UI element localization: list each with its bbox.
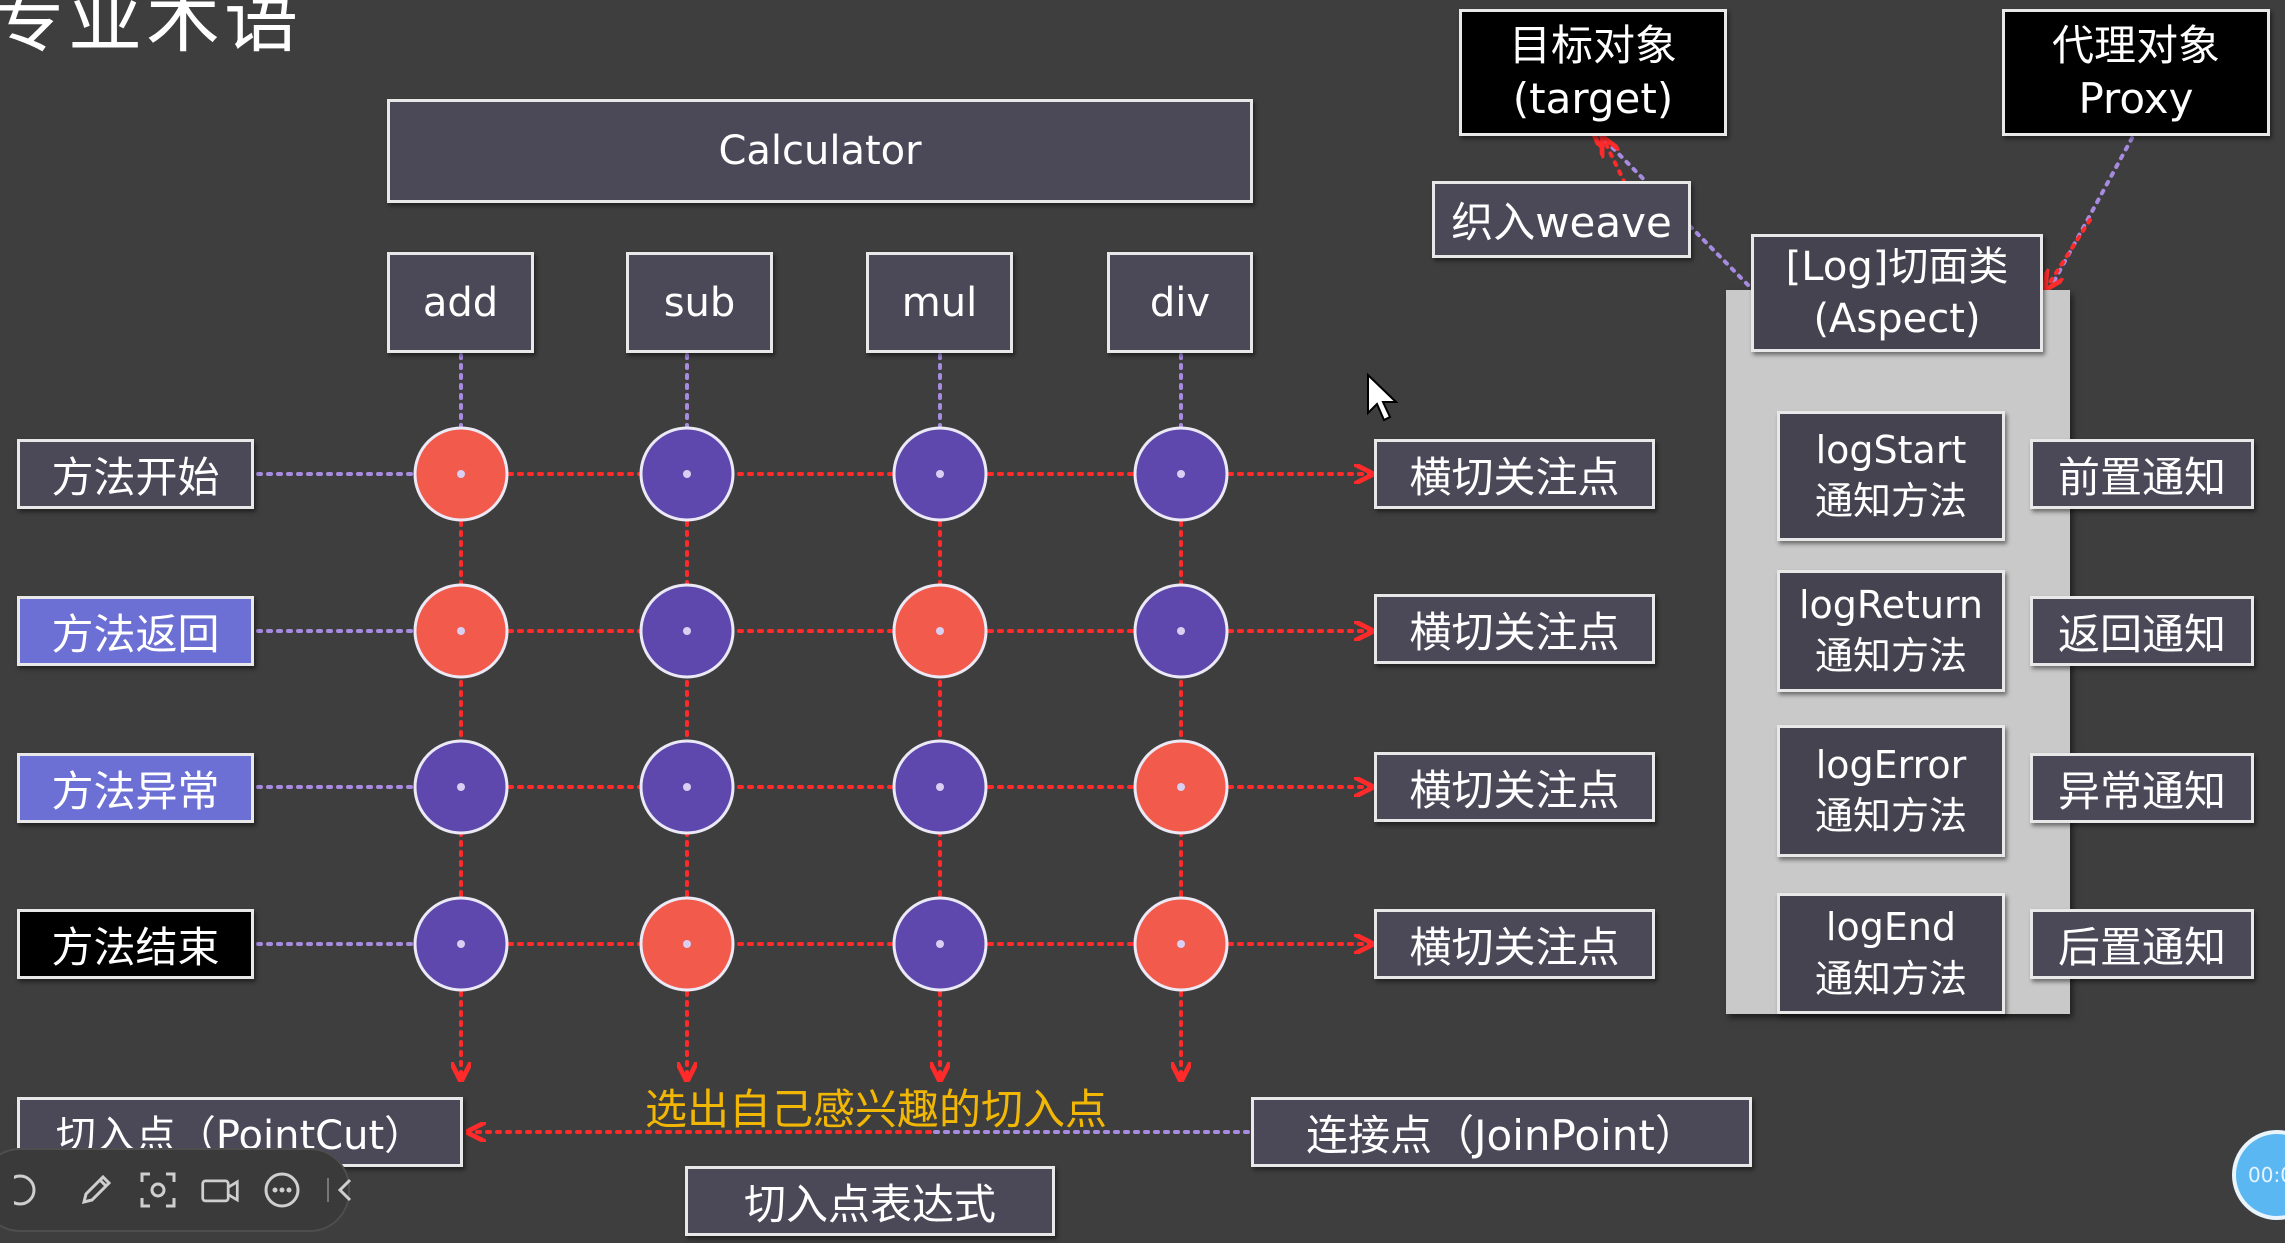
crosscut-concern-2: 横切关注点 [1374, 594, 1655, 664]
calculator-label: Calculator [718, 128, 922, 174]
row-label-method-exception: 方法异常 [17, 753, 254, 823]
advice-method-label: logError 通知方法 [1814, 742, 1967, 838]
join-point-center-dot [936, 470, 944, 478]
aspect-class-label: [Log]切面类 (Aspect) [1785, 244, 2009, 342]
advice-method-logstart: logStart 通知方法 [1777, 411, 2005, 541]
proxy-object-label: 代理对象 Proxy [2051, 21, 2220, 123]
timer-text: 00:0 [2248, 1163, 2285, 1187]
pointcut-expression-box: 切入点表达式 [685, 1166, 1055, 1236]
method-label: mul [901, 279, 978, 326]
join-point-center-dot [457, 783, 465, 791]
advice-type-throwing: 异常通知 [2030, 753, 2254, 823]
partial-circle-icon[interactable] [14, 1170, 54, 1210]
crosscut-concern-3: 横切关注点 [1374, 752, 1655, 822]
advice-method-label: logStart 通知方法 [1814, 427, 1967, 523]
row-label-method-end: 方法结束 [17, 909, 254, 979]
method-box-add: add [387, 252, 534, 353]
weave-box: 织入weave [1432, 181, 1691, 258]
method-label: sub [663, 279, 736, 326]
join-point-center-dot [1177, 940, 1185, 948]
select-hint: 选出自己感兴趣的切入点 [645, 1085, 1108, 1134]
calculator-box: Calculator [387, 99, 1253, 203]
advice-type-before: 前置通知 [2030, 439, 2254, 509]
aspect-class-box: [Log]切面类 (Aspect) [1751, 234, 2043, 352]
row-label-method-start: 方法开始 [17, 439, 254, 509]
row-label-method-return: 方法返回 [17, 596, 254, 666]
mouse-cursor-icon [1367, 373, 1399, 422]
advice-method-logend: logEnd 通知方法 [1777, 893, 2005, 1014]
crosscut-concern-4: 横切关注点 [1374, 909, 1655, 979]
crosscut-concern-1: 横切关注点 [1374, 439, 1655, 509]
advice-type-label: 返回通知 [2057, 609, 2226, 659]
join-point-center-dot [457, 940, 465, 948]
joinpoint-label: 连接点（JoinPoint） [1306, 1110, 1697, 1160]
method-box-mul: mul [866, 252, 1013, 353]
join-point-center-dot [1177, 627, 1185, 635]
more-icon[interactable] [262, 1170, 302, 1210]
advice-type-returning: 返回通知 [2030, 596, 2254, 666]
proxy-arrow-line [2047, 218, 2092, 287]
screenshot-icon[interactable] [138, 1170, 178, 1210]
crosscut-label: 横切关注点 [1409, 922, 1620, 972]
crosscut-label: 横切关注点 [1409, 765, 1620, 815]
join-point-center-dot [683, 940, 691, 948]
camera-icon[interactable] [200, 1170, 240, 1210]
join-point-center-dot [683, 783, 691, 791]
method-box-div: div [1107, 252, 1253, 353]
slide-title: 专业术语 [0, 0, 302, 63]
collapse-icon[interactable] [324, 1170, 364, 1210]
proxy-object-box: 代理对象 Proxy [2002, 9, 2270, 136]
weave-label: 织入weave [1451, 198, 1672, 247]
advice-method-label: logReturn 通知方法 [1798, 582, 1984, 678]
join-point-center-dot [683, 627, 691, 635]
method-label: add [422, 279, 499, 326]
method-label: div [1149, 279, 1211, 326]
row-label-text: 方法返回 [51, 609, 220, 659]
advice-type-label: 异常通知 [2057, 766, 2226, 816]
join-point-center-dot [457, 470, 465, 478]
crosscut-label: 横切关注点 [1409, 607, 1620, 657]
join-point-center-dot [1177, 470, 1185, 478]
target-object-box: 目标对象 (target) [1459, 9, 1727, 136]
target-object-label: 目标对象 (target) [1508, 21, 1677, 123]
proxy-dotted-line [2050, 136, 2134, 287]
advice-method-label: logEnd 通知方法 [1814, 905, 1967, 1001]
advice-type-label: 后置通知 [2057, 922, 2226, 972]
row-label-text: 方法开始 [51, 452, 220, 502]
advice-type-after: 后置通知 [2030, 909, 2254, 979]
advice-method-logerror: logError 通知方法 [1777, 725, 2005, 857]
join-point-center-dot [936, 627, 944, 635]
method-box-sub: sub [626, 252, 773, 353]
row-label-text: 方法结束 [51, 922, 220, 972]
player-toolbar [0, 1148, 352, 1232]
advice-method-logreturn: logReturn 通知方法 [1777, 570, 2005, 692]
join-point-center-dot [936, 940, 944, 948]
joinpoint-box: 连接点（JoinPoint） [1251, 1097, 1752, 1167]
join-point-center-dot [683, 470, 691, 478]
row-label-text: 方法异常 [51, 766, 220, 816]
pencil-icon[interactable] [76, 1170, 116, 1210]
join-point-center-dot [457, 627, 465, 635]
pointcut-expression-label: 切入点表达式 [743, 1179, 996, 1229]
join-point-center-dot [936, 783, 944, 791]
crosscut-label: 横切关注点 [1409, 452, 1620, 502]
advice-type-label: 前置通知 [2057, 452, 2226, 502]
join-point-center-dot [1177, 783, 1185, 791]
